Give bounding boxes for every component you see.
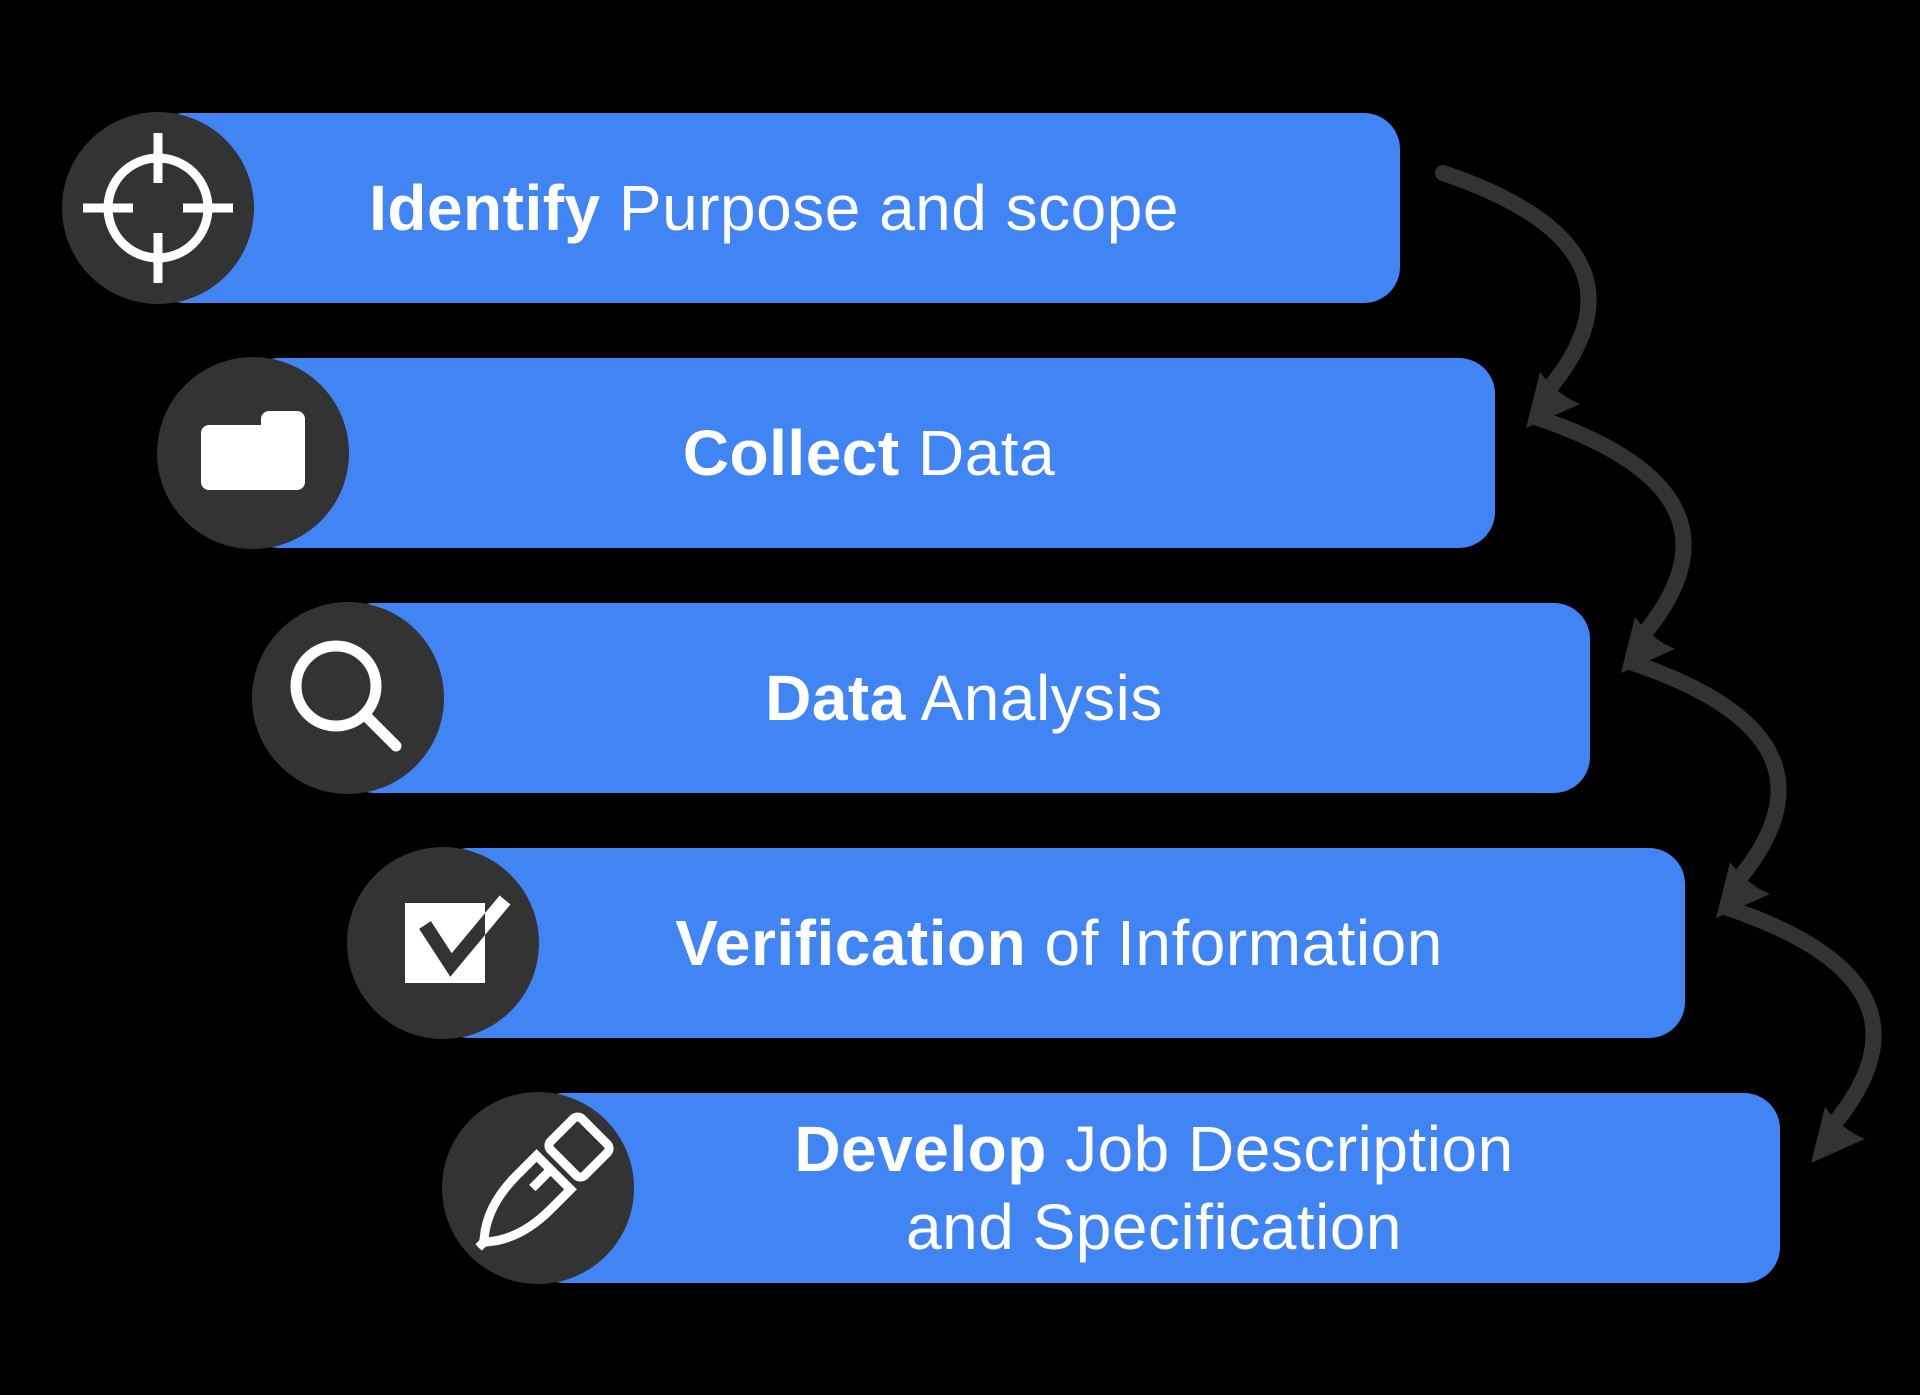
step-label-rest: of Information (1026, 907, 1443, 979)
step-label-bold: Collect (682, 417, 900, 489)
step-label: Identify Purpose and scope (369, 169, 1179, 247)
step-label: Verification of Information (675, 904, 1443, 982)
step-label-rest: Data (899, 417, 1056, 489)
magnifier-icon (290, 640, 402, 752)
icon-badge (252, 602, 444, 794)
pen-icon (475, 1112, 614, 1251)
step-label: Data Analysis (765, 659, 1163, 737)
step-label-bold: Identify (369, 172, 601, 244)
step-bar: Collect Data (243, 358, 1495, 548)
step-label-bold: Verification (675, 907, 1027, 979)
step-label-bold: Develop (794, 1113, 1047, 1185)
step-bar: Data Analysis (338, 603, 1590, 793)
step-label: Collect Data (683, 414, 1055, 492)
icon-badge (62, 112, 254, 304)
step-label: Develop Job Description and Specificatio… (794, 1110, 1513, 1266)
icon-badge (157, 357, 349, 549)
checkbox-icon (405, 895, 511, 983)
step-label-rest: Purpose and scope (600, 172, 1179, 244)
icon-badge (347, 847, 539, 1039)
step-label-rest: Analysis (905, 662, 1163, 734)
step-label-bold: Data (765, 662, 906, 734)
target-icon (83, 133, 233, 283)
step-bar: Develop Job Description and Specificatio… (528, 1093, 1780, 1283)
folder-icon (201, 411, 305, 490)
step-bar: Identify Purpose and scope (148, 113, 1400, 303)
step-label-rest: Job Description and Specification (906, 1113, 1514, 1263)
icon-badge (442, 1092, 634, 1284)
step-bar: Verification of Information (433, 848, 1685, 1038)
